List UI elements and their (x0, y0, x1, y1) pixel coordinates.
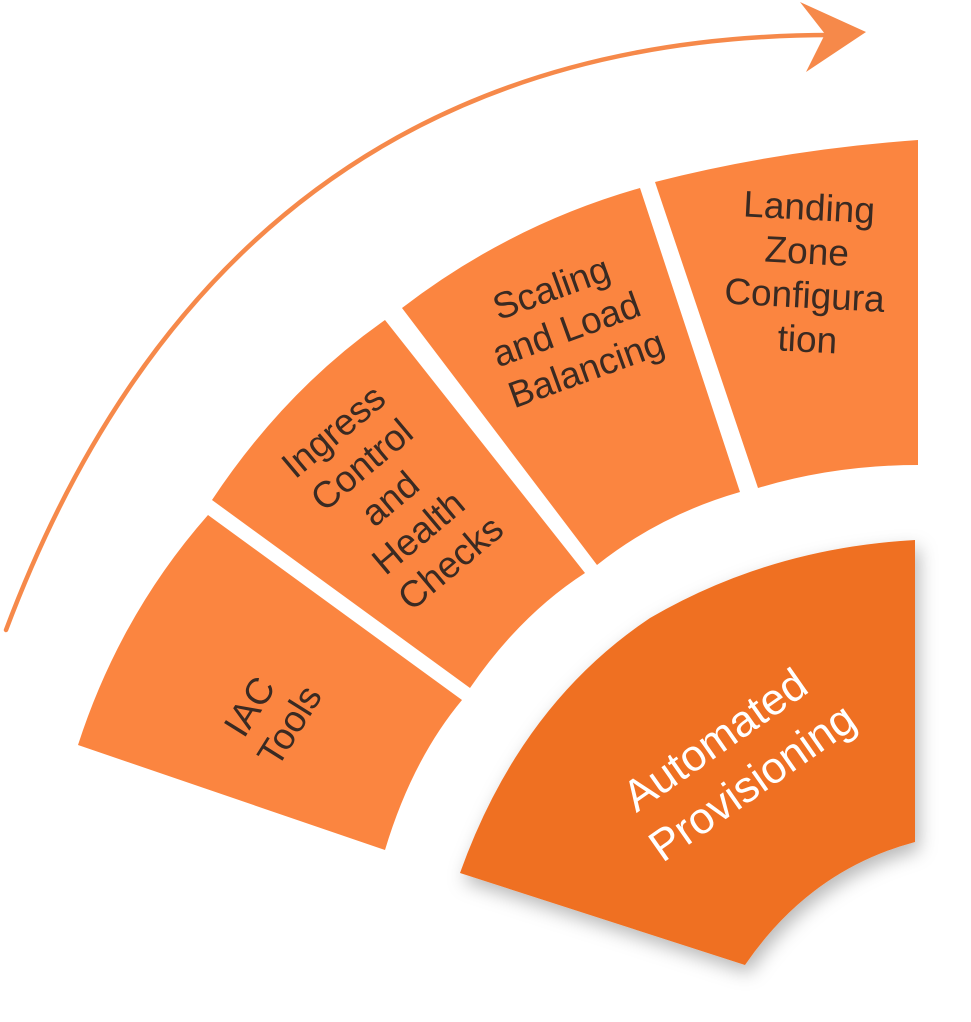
segment-iac-tools: IAC Tools (78, 515, 462, 850)
segment-scaling-load-balancing: Scaling and Load Balancing (402, 188, 740, 565)
segment-label-line: tion (777, 317, 839, 361)
segment-label-line: Configura (723, 271, 886, 320)
segment-label-line: Zone (764, 229, 850, 274)
segment-shape (212, 320, 585, 688)
segment-shape (78, 515, 462, 850)
arrow-head (800, 2, 866, 72)
segment-ingress-control: Ingress Control and Health Checks (212, 320, 585, 688)
segment-label: Landing Zone Configura tion (721, 183, 901, 365)
segment-label: Ingress Control and Health Checks (274, 370, 514, 621)
center-shape (460, 540, 915, 965)
curved-arrow-icon (3, 2, 866, 633)
center-automated-provisioning: Automated Provisioning (460, 540, 915, 965)
segment-label-line: Landing (742, 183, 876, 231)
segment-shape (655, 140, 918, 488)
segment-landing-zone-configuration: Landing Zone Configura tion (655, 140, 918, 488)
arrow-curve (3, 32, 835, 633)
segment-shape (402, 188, 740, 565)
